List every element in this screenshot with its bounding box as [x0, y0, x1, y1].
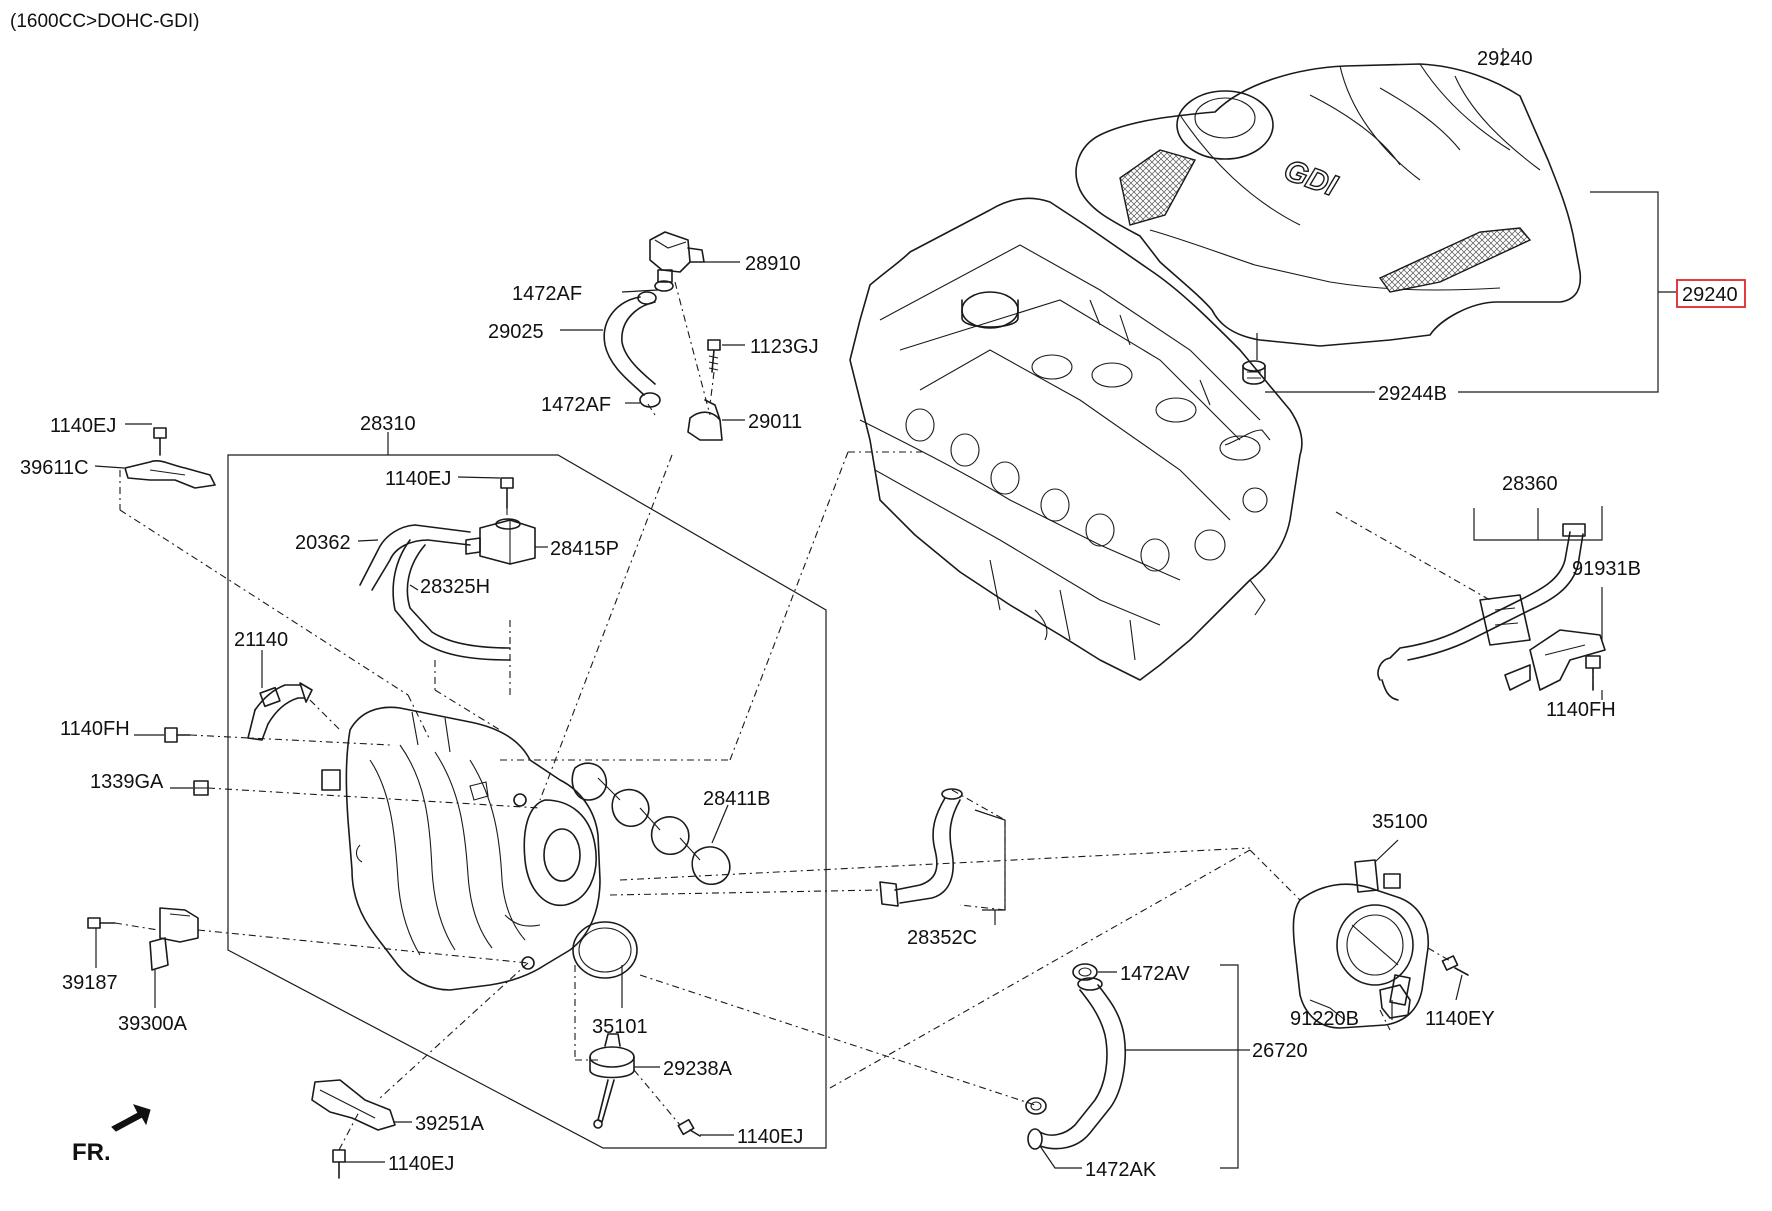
hose-28325h[interactable]	[392, 539, 511, 661]
label-28411b[interactable]: 28411B	[703, 788, 770, 810]
label-1140ej-bottom[interactable]: 1140EJ	[388, 1153, 454, 1175]
grommet-29244b[interactable]	[1242, 360, 1266, 385]
front-label: FR.	[72, 1139, 111, 1166]
label-28415p[interactable]: 28415P	[550, 538, 619, 560]
bolt-39187[interactable]	[87, 917, 116, 929]
bolt-1140fh-left[interactable]	[164, 727, 191, 743]
pcv-valve-28910[interactable]	[649, 231, 705, 292]
label-1472av[interactable]: 1472AV	[1120, 963, 1190, 985]
gasket-35101[interactable]	[572, 921, 638, 979]
bolt-1140ej-actuator[interactable]	[677, 1118, 701, 1137]
bolt-1140ej-upper[interactable]	[153, 427, 167, 456]
label-1123gj[interactable]: 1123GJ	[750, 336, 819, 358]
assembly-outline-28310	[227, 454, 827, 1149]
label-1472af-upper[interactable]: 1472AF	[512, 283, 582, 305]
label-29011[interactable]: 29011	[748, 411, 802, 433]
label-29240-top[interactable]: 29240	[1477, 48, 1533, 70]
label-29244b[interactable]: 29244B	[1378, 383, 1447, 405]
front-direction-arrow	[111, 1104, 151, 1132]
actuator-29238a[interactable]	[589, 1033, 635, 1129]
label-39187[interactable]: 39187	[62, 972, 118, 994]
label-35101[interactable]: 35101	[592, 1016, 648, 1038]
bracket-91220b[interactable]	[1379, 984, 1411, 1019]
clamp-1472av[interactable]	[1072, 963, 1098, 981]
throttle-body-35100[interactable]	[1292, 859, 1430, 1029]
intake-manifold-28310[interactable]	[321, 706, 601, 991]
gdi-emblem: GDI	[1280, 154, 1342, 203]
label-1140fh-left[interactable]: 1140FH	[60, 718, 130, 740]
label-1140fh-right[interactable]: 1140FH	[1546, 699, 1616, 721]
clamp-1472ak[interactable]	[1025, 1097, 1047, 1115]
nut-1339ga[interactable]	[193, 780, 209, 796]
label-1140ej-mid[interactable]: 1140EJ	[385, 468, 451, 490]
label-29240-box[interactable]: 29240	[1682, 284, 1738, 306]
label-35100[interactable]: 35100	[1372, 811, 1428, 833]
hose-29025[interactable]	[603, 291, 661, 408]
gasket-28411b[interactable]	[571, 762, 731, 886]
bolt-1140ey[interactable]	[1441, 955, 1469, 976]
bolt-1123gj[interactable]	[707, 339, 721, 373]
label-28910[interactable]: 28910	[745, 253, 801, 275]
label-28310[interactable]: 28310	[360, 413, 416, 435]
bracket-29011[interactable]	[687, 399, 723, 441]
sensor-39300a[interactable]	[149, 907, 199, 971]
label-1339ga[interactable]: 1339GA	[90, 771, 164, 793]
hose-20362[interactable]	[359, 524, 471, 591]
hose-21140[interactable]	[247, 682, 313, 741]
diagram-title: (1600CC>DOHC-GDI)	[10, 11, 200, 32]
highlight-29240-box	[1676, 279, 1746, 308]
label-28325h[interactable]: 28325H	[420, 576, 490, 598]
label-20362[interactable]: 20362	[295, 532, 351, 554]
label-39300a[interactable]: 39300A	[118, 1013, 188, 1035]
bolt-1140ej-mid[interactable]	[500, 477, 514, 509]
label-26720[interactable]: 26720	[1252, 1040, 1308, 1062]
label-91931b[interactable]: 91931B	[1572, 558, 1641, 580]
bracket-39611c[interactable]	[124, 460, 216, 489]
bolt-1140ej-bottom[interactable]	[332, 1149, 346, 1179]
engine-cover[interactable]: GDI	[1075, 63, 1582, 347]
label-1140ey[interactable]: 1140EY	[1425, 1008, 1495, 1030]
label-21140[interactable]: 21140	[234, 629, 288, 651]
bracket-91931b[interactable]	[1504, 629, 1606, 691]
label-28352c[interactable]: 28352C	[907, 927, 977, 949]
leader-lines	[94, 48, 1676, 1169]
label-1140ej-upper[interactable]: 1140EJ	[50, 415, 116, 437]
label-1472ak[interactable]: 1472AK	[1085, 1159, 1157, 1181]
label-1472af-lower[interactable]: 1472AF	[541, 394, 611, 416]
label-91220b[interactable]: 91220B	[1290, 1008, 1359, 1030]
part-labels: 29240 29240 29244B 28910 1472AF 29025 11…	[20, 48, 1746, 1181]
hose-28352c[interactable]	[879, 788, 963, 907]
hose-26720[interactable]	[1027, 977, 1127, 1150]
bracket-39251a[interactable]	[311, 1079, 396, 1131]
label-39251a[interactable]: 39251A	[415, 1113, 485, 1135]
water-pipe-28360[interactable]	[1377, 523, 1586, 701]
cylinder-head[interactable]	[849, 197, 1303, 681]
label-1140ej-actuator[interactable]: 1140EJ	[737, 1126, 803, 1148]
purge-valve-28415p[interactable]	[465, 518, 536, 565]
label-29238a[interactable]: 29238A	[663, 1058, 733, 1080]
label-29025[interactable]: 29025	[488, 321, 544, 343]
label-39611c[interactable]: 39611C	[20, 457, 89, 479]
label-28360[interactable]: 28360	[1502, 473, 1558, 495]
assembly-dashed-lines	[114, 281, 1594, 1151]
